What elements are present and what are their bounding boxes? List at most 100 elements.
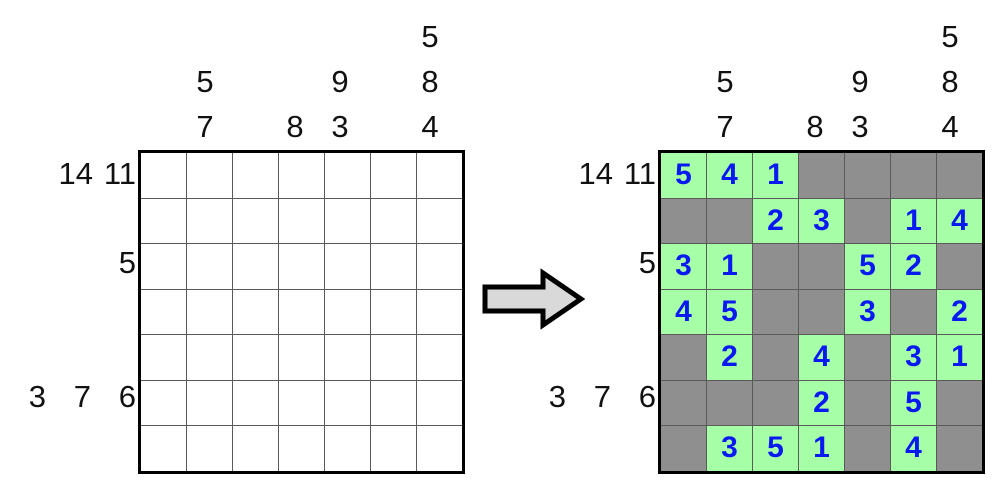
blank-cell-r7-c2[interactable]	[187, 426, 232, 471]
solved-cell-r2-c3[interactable]: 2	[753, 198, 798, 243]
blank-cell-r7-c3[interactable]	[233, 426, 278, 471]
blank-cell-r7-c7[interactable]	[417, 426, 462, 471]
solved-cell-r1-c7[interactable]	[937, 153, 982, 198]
blank-cell-r1-c3[interactable]	[233, 153, 278, 198]
solved-cell-r6-c3[interactable]	[753, 380, 798, 425]
solved-cell-r3-c3[interactable]	[753, 244, 798, 289]
solved-cell-r7-c5[interactable]	[845, 426, 890, 471]
solved-cell-r6-c2[interactable]	[707, 380, 752, 425]
solved-cell-r2-c6[interactable]: 1	[891, 198, 936, 243]
solved-cell-r4-c2[interactable]: 5	[707, 289, 752, 334]
blank-cell-r3-c1[interactable]	[141, 244, 186, 289]
blank-cell-r6-c3[interactable]	[233, 380, 278, 425]
solved-cell-r3-c4[interactable]	[799, 244, 844, 289]
solved-cell-r7-c1[interactable]	[661, 426, 706, 471]
solved-cell-r1-c4[interactable]	[799, 153, 844, 198]
solved-cell-r2-c5[interactable]	[845, 198, 890, 243]
solved-cell-r3-c7[interactable]	[937, 244, 982, 289]
blank-cell-r5-c5[interactable]	[325, 335, 370, 380]
blank-cell-r3-c6[interactable]	[371, 244, 416, 289]
blank-cell-r6-c7[interactable]	[417, 380, 462, 425]
solved-cell-r6-c6[interactable]: 5	[891, 380, 936, 425]
solved-cell-r5-c5[interactable]	[845, 335, 890, 380]
solved-cell-r7-c2[interactable]: 3	[707, 426, 752, 471]
solved-cell-r1-c5[interactable]	[845, 153, 890, 198]
blank-cell-r3-c4[interactable]	[279, 244, 324, 289]
blank-cell-r4-c2[interactable]	[187, 289, 232, 334]
solved-cell-r1-c2[interactable]: 4	[707, 153, 752, 198]
solved-cell-r3-c6[interactable]: 2	[891, 244, 936, 289]
blank-cell-r7-c1[interactable]	[141, 426, 186, 471]
solved-cell-r6-c4[interactable]: 2	[799, 380, 844, 425]
solved-cell-r7-c6[interactable]: 4	[891, 426, 936, 471]
solved-cell-r4-c6[interactable]	[891, 289, 936, 334]
solved-cell-r6-c5[interactable]	[845, 380, 890, 425]
blank-cell-r7-c4[interactable]	[279, 426, 324, 471]
blank-cell-r2-c6[interactable]	[371, 198, 416, 243]
blank-cell-r7-c5[interactable]	[325, 426, 370, 471]
solved-cell-r2-c1[interactable]	[661, 198, 706, 243]
blank-cell-r1-c1[interactable]	[141, 153, 186, 198]
solved-cell-r7-c4[interactable]: 1	[799, 426, 844, 471]
solved-cell-r2-c7[interactable]: 4	[937, 198, 982, 243]
blank-cell-r3-c3[interactable]	[233, 244, 278, 289]
solved-cell-r6-c7[interactable]	[937, 380, 982, 425]
solved-cell-r2-c4[interactable]: 3	[799, 198, 844, 243]
blank-cell-r4-c3[interactable]	[233, 289, 278, 334]
blank-cell-r5-c4[interactable]	[279, 335, 324, 380]
blank-cell-r1-c7[interactable]	[417, 153, 462, 198]
solved-cell-r3-c1[interactable]: 3	[661, 244, 706, 289]
solved-cell-r4-c1[interactable]: 4	[661, 289, 706, 334]
solved-cell-r5-c2[interactable]: 2	[707, 335, 752, 380]
solved-cell-r1-c3[interactable]: 1	[753, 153, 798, 198]
blank-cell-r5-c6[interactable]	[371, 335, 416, 380]
solved-cell-r4-c4[interactable]	[799, 289, 844, 334]
solved-cell-r2-c2[interactable]	[707, 198, 752, 243]
solved-cell-r5-c6[interactable]: 3	[891, 335, 936, 380]
blank-cell-r1-c5[interactable]	[325, 153, 370, 198]
blank-cell-r6-c5[interactable]	[325, 380, 370, 425]
blank-cell-r1-c6[interactable]	[371, 153, 416, 198]
solved-cell-r4-c7[interactable]: 2	[937, 289, 982, 334]
blank-cell-r2-c7[interactable]	[417, 198, 462, 243]
solved-cell-r1-c6[interactable]	[891, 153, 936, 198]
blank-cell-r5-c1[interactable]	[141, 335, 186, 380]
blank-cell-r7-c6[interactable]	[371, 426, 416, 471]
blank-cell-r4-c1[interactable]	[141, 289, 186, 334]
blank-cell-r3-c5[interactable]	[325, 244, 370, 289]
solved-cell-r4-c3[interactable]	[753, 289, 798, 334]
unsolved-grid[interactable]	[138, 150, 465, 474]
blank-cell-r1-c2[interactable]	[187, 153, 232, 198]
blank-cell-r2-c3[interactable]	[233, 198, 278, 243]
blank-cell-r6-c6[interactable]	[371, 380, 416, 425]
blank-cell-r4-c7[interactable]	[417, 289, 462, 334]
blank-cell-r4-c4[interactable]	[279, 289, 324, 334]
solved-cell-r3-c2[interactable]: 1	[707, 244, 752, 289]
solved-cell-r4-c5[interactable]: 3	[845, 289, 890, 334]
blank-cell-r2-c4[interactable]	[279, 198, 324, 243]
blank-cell-r4-c5[interactable]	[325, 289, 370, 334]
blank-cell-r2-c2[interactable]	[187, 198, 232, 243]
solved-cell-r5-c3[interactable]	[753, 335, 798, 380]
blank-cell-r6-c4[interactable]	[279, 380, 324, 425]
solved-cell-r5-c1[interactable]	[661, 335, 706, 380]
solved-cell-r1-c1[interactable]: 5	[661, 153, 706, 198]
blank-cell-r6-c1[interactable]	[141, 380, 186, 425]
blank-cell-r6-c2[interactable]	[187, 380, 232, 425]
blank-cell-r3-c2[interactable]	[187, 244, 232, 289]
blank-cell-r5-c7[interactable]	[417, 335, 462, 380]
blank-cell-r3-c7[interactable]	[417, 244, 462, 289]
blank-cell-r2-c1[interactable]	[141, 198, 186, 243]
blank-cell-r2-c5[interactable]	[325, 198, 370, 243]
blank-cell-r5-c3[interactable]	[233, 335, 278, 380]
blank-cell-r4-c6[interactable]	[371, 289, 416, 334]
solved-cell-r7-c3[interactable]: 5	[753, 426, 798, 471]
solved-cell-r5-c4[interactable]: 4	[799, 335, 844, 380]
solved-cell-r7-c7[interactable]	[937, 426, 982, 471]
solved-cell-r6-c1[interactable]	[661, 380, 706, 425]
solved-cell-r3-c5[interactable]: 5	[845, 244, 890, 289]
blank-cell-r1-c4[interactable]	[279, 153, 324, 198]
blank-cell-r5-c2[interactable]	[187, 335, 232, 380]
solved-cell-r5-c7[interactable]: 1	[937, 335, 982, 380]
